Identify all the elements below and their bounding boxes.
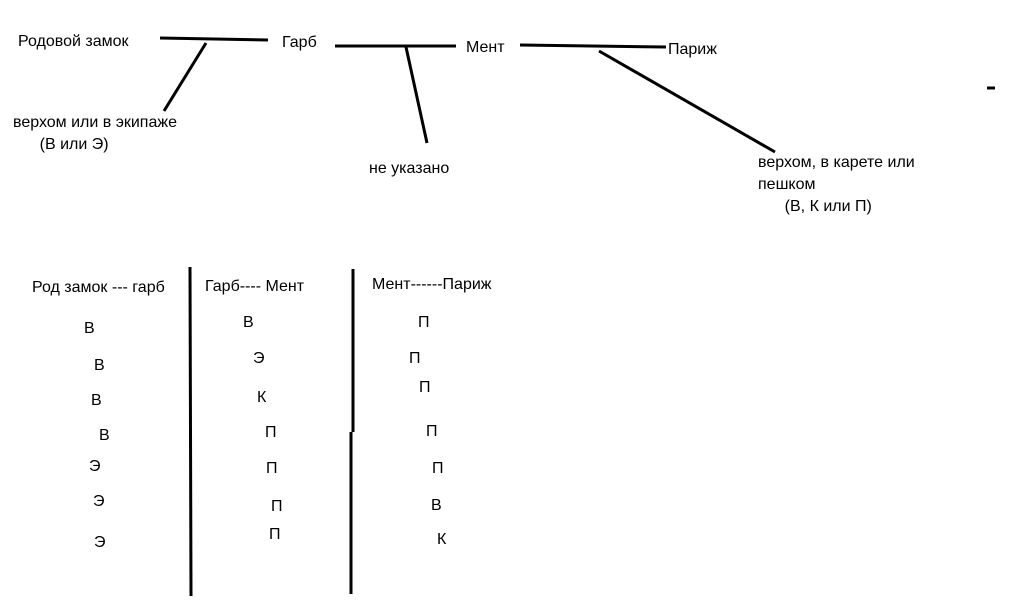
column-header-2: Гарб---- Мент: [205, 278, 305, 295]
node-ment: Мент: [466, 39, 505, 56]
table-cell: В: [84, 320, 95, 337]
table-cell: Э: [253, 350, 265, 367]
table-cell: П: [266, 460, 278, 477]
node-garb: Гарб: [282, 34, 317, 51]
table-cell: В: [431, 497, 442, 514]
leader-castle-garb: [162, 42, 208, 112]
table-cell: Э: [94, 534, 106, 551]
node-castle: Родовой замок: [18, 33, 129, 50]
table-cell: П: [271, 498, 283, 515]
table-cell: В: [99, 427, 110, 444]
table-cell: К: [437, 531, 447, 548]
node-paris: Париж: [668, 41, 717, 58]
table-cell: П: [269, 526, 281, 543]
column-header-1: Род замок --- гарб: [32, 279, 165, 296]
table-cell: Э: [89, 458, 101, 475]
column-divider-1: [188, 266, 193, 597]
table-cell: П: [265, 424, 277, 441]
leader-garb-ment: [404, 46, 429, 144]
table-cell: Э: [93, 493, 105, 510]
table-cell: К: [257, 389, 267, 406]
leader-ment-paris: [598, 49, 776, 154]
mode-garb-ment: не указано: [369, 160, 450, 177]
edge-ment-paris: [519, 43, 667, 49]
mode-ment-paris: верхом, в карете или пешком (В, К или П): [758, 154, 915, 215]
table-cell: П: [418, 314, 430, 331]
table-cell: В: [91, 392, 102, 409]
table-cell: П: [409, 350, 421, 367]
table-cell: П: [426, 423, 438, 440]
table-cell: П: [432, 460, 444, 477]
table-cell: П: [419, 379, 431, 396]
mode-castle-garb: верхом или в экипаже (В или Э): [13, 114, 177, 153]
table-cell: В: [94, 357, 105, 374]
table-cell: В: [243, 314, 254, 331]
column-header-3: Мент------Париж: [372, 276, 492, 293]
edge-castle-garb: [159, 36, 269, 42]
